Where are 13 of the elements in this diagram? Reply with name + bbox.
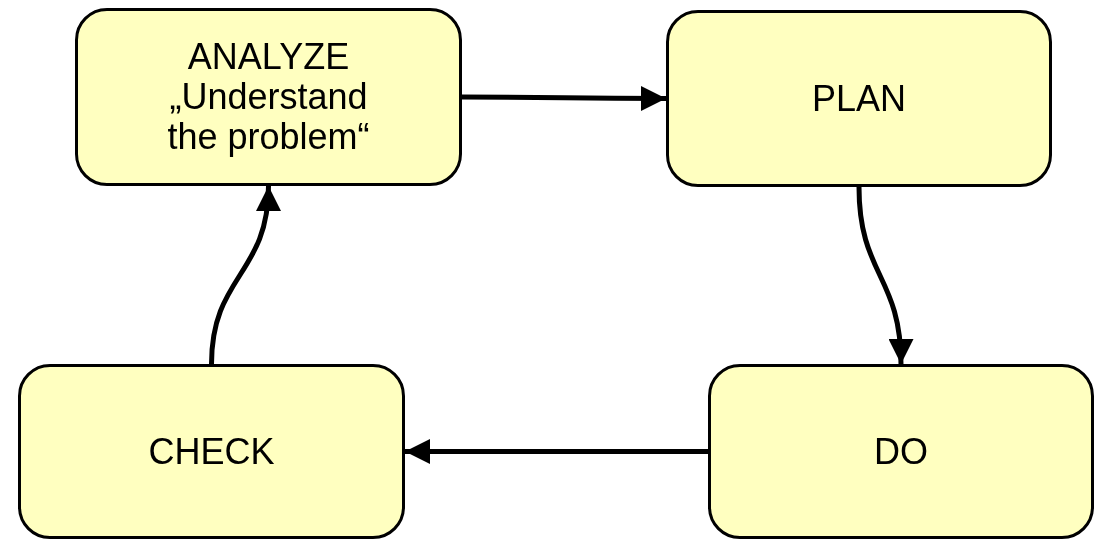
process-box — [18, 364, 405, 539]
box-title: DO — [874, 431, 928, 472]
process-box — [666, 10, 1052, 187]
box-title: ANALYZE — [187, 37, 350, 77]
process-box — [75, 8, 462, 186]
process-box — [708, 364, 1094, 539]
arrow — [856, 186, 913, 365]
box-subtitle: „Understand the problem“ — [166, 77, 371, 157]
box-title: PLAN — [811, 78, 906, 119]
arrow — [405, 439, 708, 464]
arrow — [462, 85, 666, 111]
arrow — [209, 185, 280, 365]
box-title: CHECK — [148, 431, 275, 472]
